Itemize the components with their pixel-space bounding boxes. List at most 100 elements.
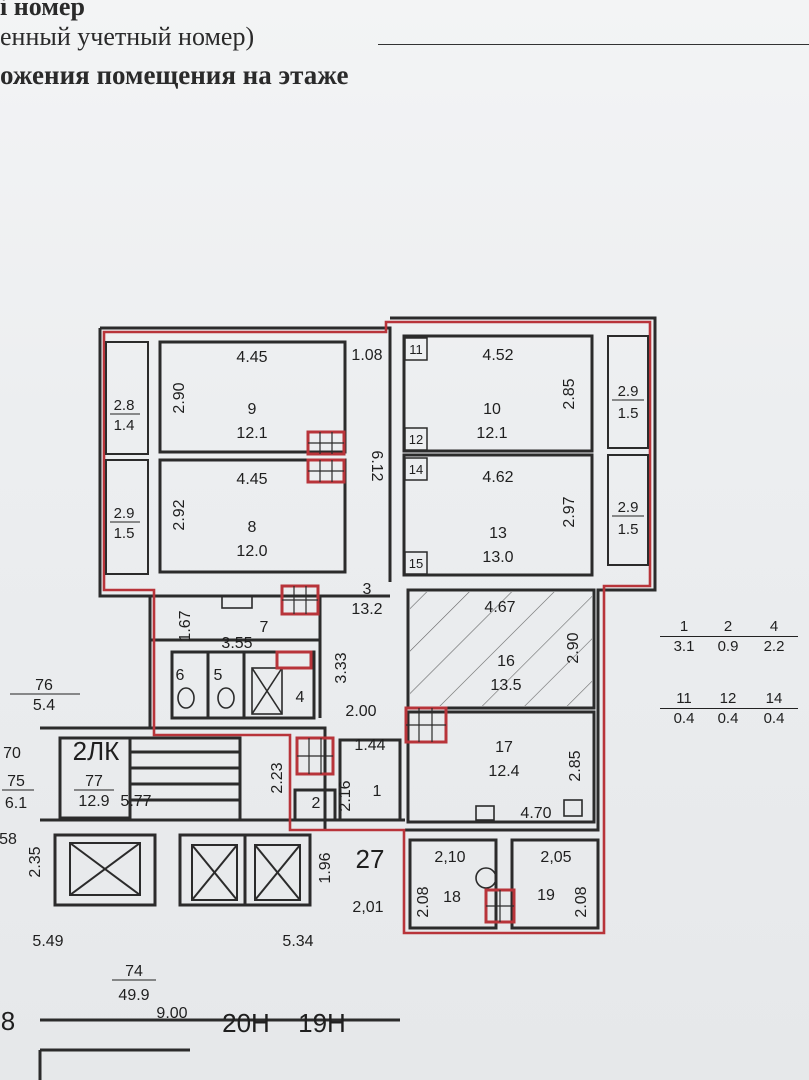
room-19-depth: 2.08: [573, 886, 590, 917]
edge-mark-8: 8: [1, 1006, 15, 1036]
dim-577: 5.77: [120, 793, 151, 810]
cell-14-label: 14: [409, 462, 423, 477]
room-17-depth: 2.85: [567, 750, 584, 781]
room-7-number: 7: [260, 619, 269, 636]
balcony-left-top-length: 2.8: [114, 397, 135, 414]
room-2-number: 2: [312, 795, 321, 812]
room-8-width: 4.45: [236, 471, 267, 488]
room-17-area: 12.4: [488, 763, 519, 780]
dim-534: 5.34: [282, 933, 313, 950]
room-9-depth: 2.90: [171, 382, 188, 413]
room-77-number: 77: [85, 773, 103, 790]
balcony-right-top-length: 2.9: [618, 383, 639, 400]
room-13-area: 13.0: [482, 549, 513, 566]
room-13-depth: 2.97: [561, 496, 578, 527]
room-3-top: 1.08: [351, 347, 382, 364]
room-7-w1: 1.67: [177, 610, 194, 641]
room-19-width: 2,05: [540, 849, 571, 866]
balcony-right-bottom-area: 1.5: [618, 521, 639, 538]
dim-201: 2,01: [352, 899, 383, 916]
balconies: [105, 335, 649, 575]
room-9-area: 12.1: [236, 425, 267, 442]
mark-20n: 20Н: [222, 1008, 270, 1038]
room-19-number: 19: [537, 887, 555, 904]
room-18-number: 18: [443, 889, 461, 906]
room-8-number: 8: [248, 519, 257, 536]
room-10-number: 10: [483, 401, 501, 418]
balcony-left-top-area: 1.4: [114, 417, 135, 434]
room-3-length: 6.12: [368, 450, 385, 481]
header-underline: [378, 44, 809, 45]
room-77-area: 12.9: [78, 793, 109, 810]
room-7-w2: 3.55: [221, 635, 252, 652]
room-9-width: 4.45: [236, 349, 267, 366]
balcony-left-bottom-area: 1.5: [114, 525, 135, 542]
balcony-left-bottom-length: 2.9: [114, 505, 135, 522]
room-4-number: 4: [296, 689, 305, 706]
room-74-number: 74: [125, 963, 143, 980]
header-line-3: ожения помещения на этаже: [0, 60, 349, 90]
dim-235: 2.35: [27, 846, 44, 877]
room-16-area: 13.5: [490, 677, 521, 694]
header-line-1: і номер: [0, 0, 85, 21]
room-2-depth: 2.16: [337, 780, 354, 811]
room-5-number: 5: [214, 667, 223, 684]
header-line-2: енный учетный номер): [0, 22, 255, 51]
room-58-number: 58: [0, 831, 17, 848]
balcony-right-bottom-length: 2.9: [618, 499, 639, 516]
room-3-length2: 3.33: [333, 652, 350, 683]
room-10-area: 12.1: [476, 425, 507, 442]
cell-12-label: 12: [409, 432, 423, 447]
balcony-right-top-area: 1.5: [618, 405, 639, 422]
dim-900: 9.00: [156, 1005, 187, 1022]
room-18-width: 2,10: [434, 849, 465, 866]
room-17-width: 4.70: [520, 805, 551, 822]
cell-15-label: 15: [409, 556, 423, 571]
room-9-number: 9: [248, 401, 257, 418]
room-74-area: 49.9: [118, 987, 149, 1004]
walls: [38, 316, 657, 1080]
dim-549: 5.49: [32, 933, 63, 950]
room-3-number: 3: [363, 581, 372, 598]
room-3-area: 13.2: [351, 601, 382, 618]
room-8-area: 12.0: [236, 543, 267, 560]
room-1-top: 2.00: [345, 703, 376, 720]
stair-label: 2ЛК: [73, 736, 120, 766]
room-18-depth: 2.08: [415, 886, 432, 917]
room-16-hatch: [410, 592, 592, 706]
apartment-number: 27: [356, 844, 385, 874]
mark-19n: 19Н: [298, 1008, 346, 1038]
small-cells: [404, 337, 428, 575]
room-2-width: 2.23: [269, 762, 286, 793]
room-1-width: 1.44: [354, 737, 385, 754]
room-16-width: 4.67: [484, 599, 515, 616]
room-10-width: 4.52: [482, 347, 513, 364]
room-75-number: 75: [7, 773, 25, 790]
room-70-number: 70: [3, 745, 21, 762]
room-6-number: 6: [176, 667, 185, 684]
room-8-depth: 2.92: [171, 499, 188, 530]
room-1-number: 1: [373, 783, 382, 800]
cell-11-label: 11: [409, 342, 423, 357]
shaft-grids: [282, 432, 514, 922]
apartment-outline: [102, 320, 652, 935]
room-16-depth: 2.90: [565, 632, 582, 663]
room-13-number: 13: [489, 525, 507, 542]
dim-196: 1.96: [317, 852, 334, 883]
room-76-area: 5.4: [33, 697, 55, 714]
room-13-width: 4.62: [482, 469, 513, 486]
room-16-number: 16: [497, 653, 515, 670]
sanitary-fixtures: [177, 595, 583, 889]
room-10-depth: 2.85: [561, 378, 578, 409]
room-17-number: 17: [495, 739, 513, 756]
elevator-shafts: [69, 842, 301, 901]
room-75-area: 6.1: [5, 795, 27, 812]
